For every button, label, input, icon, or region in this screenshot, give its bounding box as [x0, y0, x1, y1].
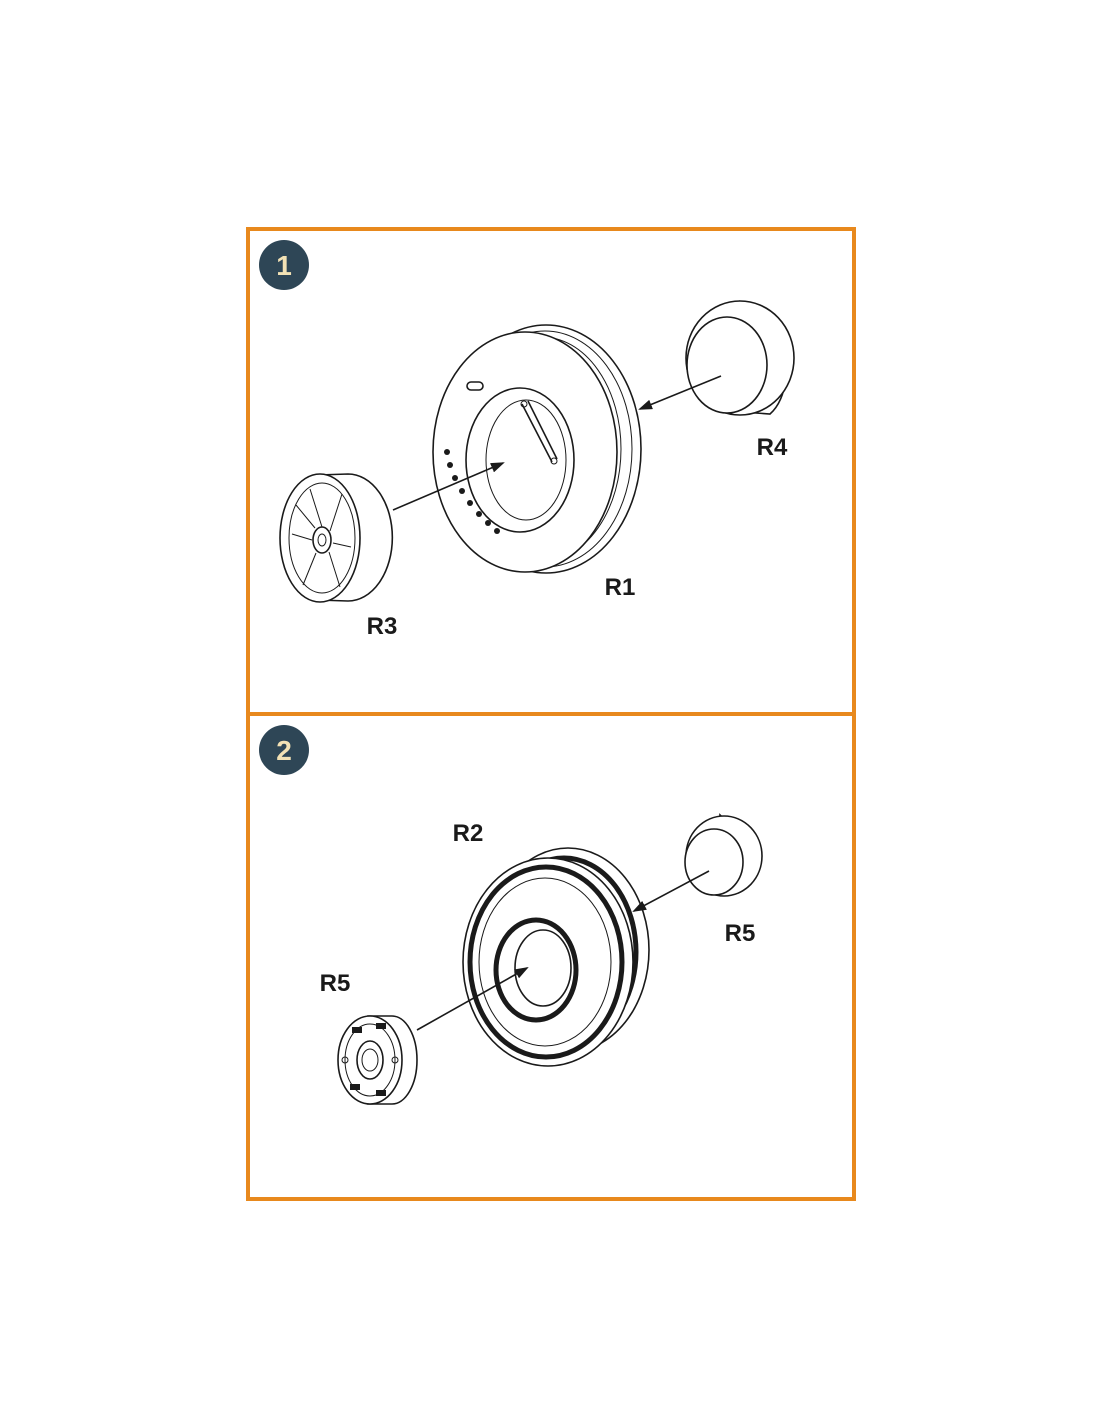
hub-r3	[279, 473, 394, 603]
step-1: 1	[259, 240, 795, 640]
arrow-r5-left-to-r2	[416, 967, 529, 1031]
label-r5-left: R5	[320, 970, 351, 997]
step-2: 2	[259, 725, 763, 1105]
arrow-r4-to-r1	[638, 375, 722, 410]
tire-r1	[432, 324, 642, 574]
label-r2: R2	[453, 820, 484, 847]
step-2-badge: 2	[259, 725, 309, 775]
step-1-badge: 1	[259, 240, 309, 290]
label-r3: R3	[367, 613, 398, 640]
label-r4: R4	[757, 434, 788, 461]
step-1-number: 1	[276, 250, 292, 281]
arrow-r3-to-r1	[392, 462, 505, 511]
step-2-number: 2	[276, 735, 292, 766]
arrow-r5-right-to-r2	[632, 870, 710, 912]
step-divider	[246, 712, 856, 716]
wheel-r2	[462, 847, 650, 1067]
label-r5-right: R5	[725, 920, 756, 947]
hub-r5-right	[684, 813, 763, 897]
hub-r4	[685, 299, 795, 416]
label-r1: R1	[605, 574, 636, 601]
hub-r5-left	[337, 1015, 418, 1105]
